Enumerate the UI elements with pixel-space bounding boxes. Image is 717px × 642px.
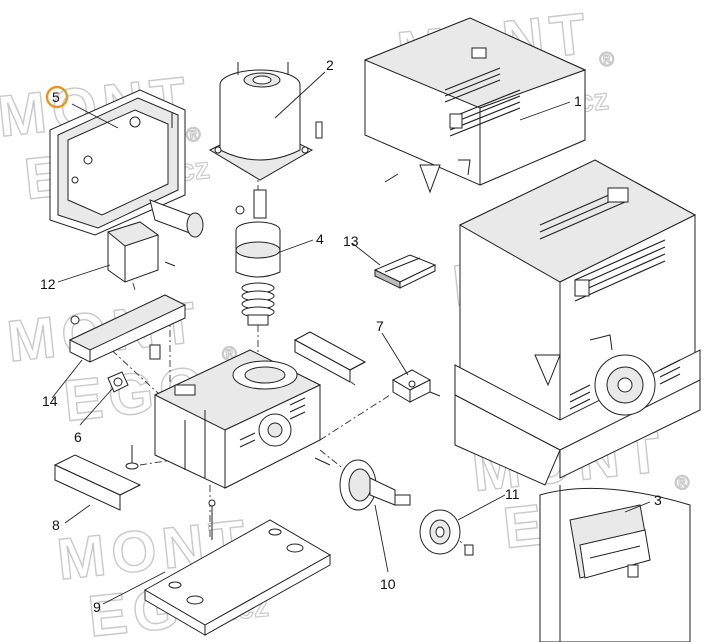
part-terminal-block [373,254,437,289]
callout-10: 10 [380,576,396,592]
part-limit-bracket [68,294,187,363]
part-base-plate [143,499,332,636]
watermark-mark: ® [598,48,615,71]
callout-12: 12 [40,276,56,292]
vent-grille [239,397,306,448]
part-shaft-spring [235,189,281,326]
callout-7: 7 [376,318,384,334]
callout-13: 13 [343,233,359,249]
leader-lines [51,71,651,605]
latch-icon [449,113,463,129]
part-switch [107,371,129,393]
callout-1: 1 [574,93,582,109]
callout-numbers: 1 2 3 4 5 6 7 8 9 10 11 12 13 14 [40,57,662,615]
callout-6: 6 [74,429,82,445]
part-main-unit [454,159,701,486]
part-clamp-block [391,369,441,403]
part-end-plate [53,445,142,511]
highlight-ring-5 [45,85,69,109]
part-pinion-assembly [314,457,411,511]
latch-icon [607,187,629,203]
watermark-mark: ® [674,472,691,495]
part-control-box [49,89,204,238]
part-transformer [106,221,176,283]
part-guide-rail [293,331,367,383]
callout-2: 2 [326,57,334,73]
callout-14: 14 [42,393,58,409]
callout-3: 3 [654,492,662,508]
callout-8: 8 [52,517,60,533]
part-drive-gear [419,509,474,556]
part-cover-small [363,17,587,194]
spring-coils [241,282,275,318]
vent-grille [569,359,681,410]
latch-icon [574,279,590,297]
callout-11: 11 [505,486,520,502]
vent-grille [539,187,666,302]
latch-icon [471,47,487,59]
part-motor [208,62,323,181]
callout-5: 5 [52,89,60,105]
watermark-mark: ® [185,124,202,147]
capacitor [149,199,204,238]
part-gearbox [153,349,322,489]
part-detail-inset [539,485,691,642]
callout-4: 4 [316,231,324,247]
callout-9: 9 [93,599,101,615]
